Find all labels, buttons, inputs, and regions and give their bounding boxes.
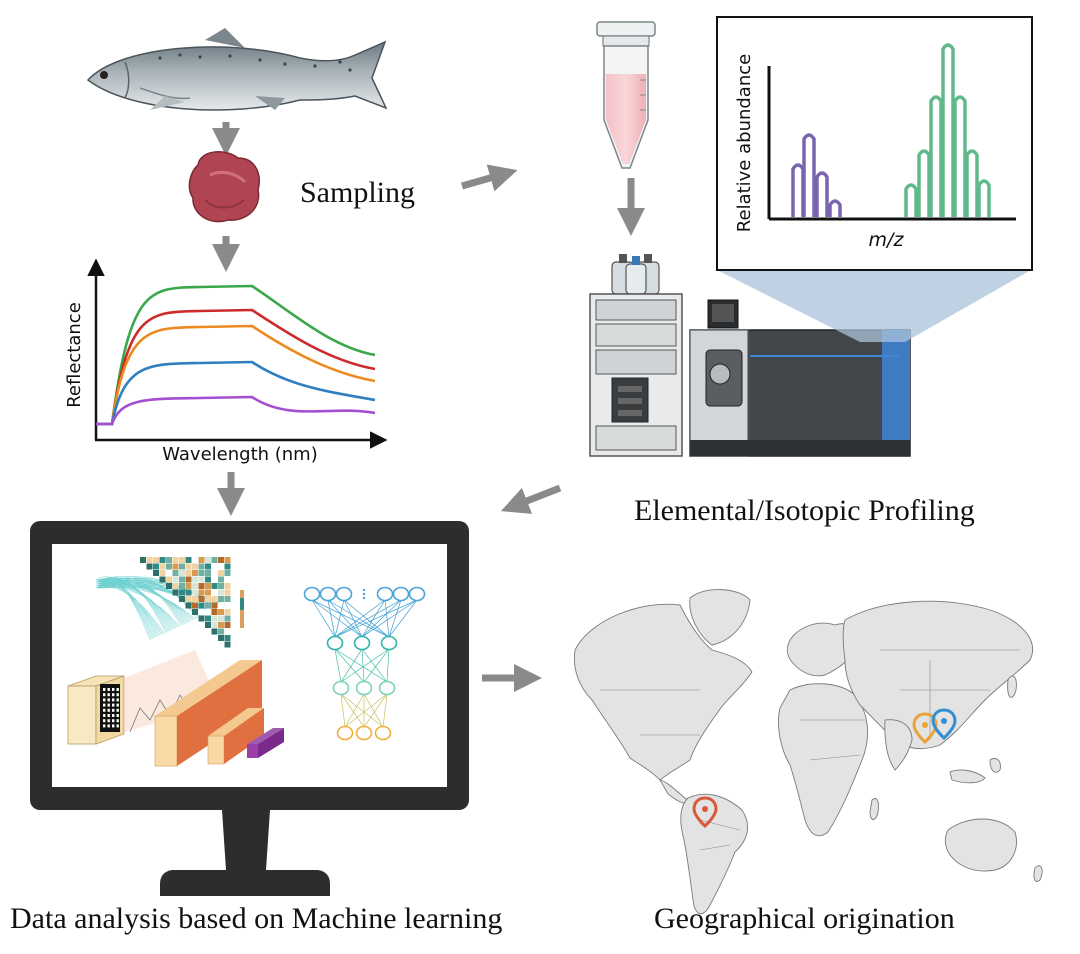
nn-node — [382, 637, 397, 650]
nn-node — [328, 637, 343, 650]
tissue-sample-icon — [189, 152, 259, 222]
y-axis-label: Reflectance — [64, 302, 85, 408]
data-analysis-label: Data analysis based on Machine learning — [10, 902, 502, 935]
world-map — [574, 590, 1042, 914]
nn-node — [357, 682, 372, 695]
flow-arrow — [462, 174, 504, 186]
reflectance-chart: Reflectance Wavelength (nm) — [64, 262, 384, 465]
nn-node — [355, 637, 370, 650]
reflectance-curve — [96, 362, 375, 424]
nn-node — [394, 588, 409, 601]
nn-node — [410, 588, 425, 601]
nn-node — [334, 682, 349, 695]
geo-origination-label: Geographical origination — [654, 902, 955, 935]
nn-node — [321, 588, 336, 601]
nn-node — [305, 588, 320, 601]
sampling-label: Sampling — [300, 176, 415, 209]
flow-arrow — [514, 488, 560, 506]
nn-node — [376, 727, 391, 740]
nn-node — [337, 588, 352, 601]
salmon-icon — [88, 28, 386, 110]
nn-node — [380, 682, 395, 695]
nn-node — [357, 727, 372, 740]
reflectance-curve — [96, 397, 375, 424]
y-axis-label: Relative abundance — [734, 54, 755, 232]
nn-node — [378, 588, 393, 601]
mass-spectrum-chart: Relative abundance m/z — [717, 17, 1032, 270]
nn-node — [338, 727, 353, 740]
x-axis-label: m/z — [869, 229, 905, 251]
profiling-label: Elemental/Isotopic Profiling — [634, 494, 975, 527]
sample-tube-icon — [597, 22, 655, 168]
x-axis-label: Wavelength (nm) — [162, 444, 318, 465]
